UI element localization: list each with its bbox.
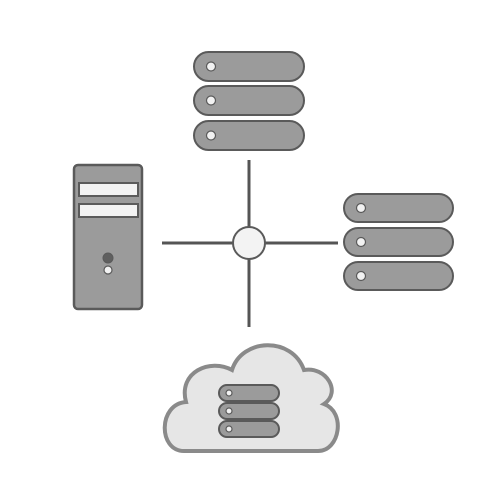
tower-server-icon <box>72 163 144 311</box>
server-unit <box>343 193 454 223</box>
power-button-icon <box>102 252 114 264</box>
server-unit <box>343 261 454 291</box>
led-indicator-icon <box>205 61 217 72</box>
server-unit <box>343 227 454 257</box>
led-indicator-icon <box>103 265 113 275</box>
led-indicator-icon <box>225 389 233 397</box>
server-unit <box>218 402 280 420</box>
server-unit <box>193 51 305 82</box>
server-unit <box>218 384 280 402</box>
led-indicator-icon <box>225 425 233 433</box>
led-indicator-icon <box>355 202 367 214</box>
led-indicator-icon <box>225 407 233 415</box>
server-unit <box>218 420 280 438</box>
drive-bay-slot <box>78 203 139 218</box>
led-indicator-icon <box>355 236 367 248</box>
network-hub-icon <box>232 226 266 260</box>
led-indicator-icon <box>205 130 217 141</box>
server-rack-icon <box>343 193 454 291</box>
drive-bay-slot <box>78 182 139 197</box>
cloud-server-icon <box>162 343 340 453</box>
led-indicator-icon <box>205 95 217 106</box>
server-unit <box>193 85 305 116</box>
tower-case <box>72 163 144 311</box>
server-unit <box>193 120 305 151</box>
led-indicator-icon <box>355 270 367 282</box>
server-rack-icon <box>193 51 305 151</box>
